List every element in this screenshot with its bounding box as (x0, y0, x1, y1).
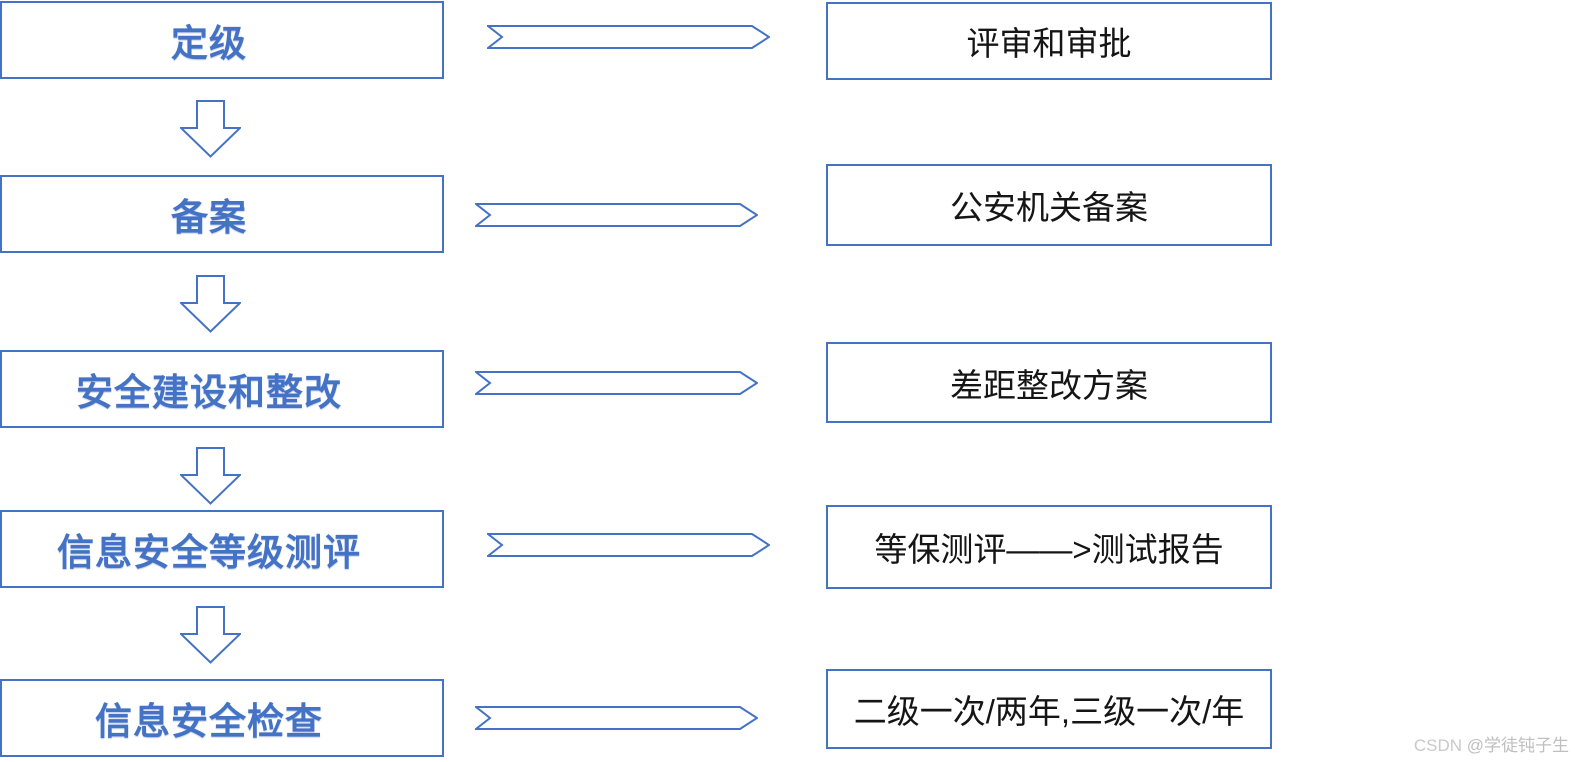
stage-box-construction-rectification[interactable]: 安全建设和整改 (0, 350, 444, 428)
stage-box-grading[interactable]: 定级 (0, 1, 444, 79)
stage-label: 信息安全等级测评 (57, 532, 361, 573)
right-arrow-icon (475, 706, 758, 730)
output-box-review-approval[interactable]: 评审和审批 (826, 2, 1272, 80)
right-arrow-icon (475, 203, 758, 227)
output-box-test-report[interactable]: 等保测评——>测试报告 (826, 505, 1272, 589)
right-arrow-icon (487, 533, 770, 557)
output-box-gap-rectification-plan[interactable]: 差距整改方案 (826, 342, 1272, 423)
output-label: 差距整改方案 (950, 366, 1148, 404)
right-arrow-icon (475, 371, 758, 395)
stage-label: 备案 (171, 197, 247, 238)
output-label: 公安机关备案 (950, 189, 1148, 226)
stage-label: 信息安全检查 (95, 701, 323, 742)
stage-box-security-inspection[interactable]: 信息安全检查 (0, 679, 444, 757)
down-arrow-icon (180, 275, 241, 333)
stage-label: 安全建设和整改 (76, 372, 342, 413)
right-arrow-icon (487, 25, 770, 49)
down-arrow-icon (180, 100, 241, 158)
output-label: 二级一次/两年,三级一次/年 (853, 693, 1245, 730)
stage-label: 定级 (171, 23, 247, 64)
down-arrow-icon (180, 606, 241, 664)
stage-box-level-evaluation[interactable]: 信息安全等级测评 (0, 510, 444, 588)
output-label: 等保测评——>测试报告 (874, 531, 1224, 568)
watermark-handle: @学徒钝子生 (1466, 736, 1569, 755)
stage-box-filing[interactable]: 备案 (0, 175, 444, 253)
watermark-prefix: CSDN (1413, 736, 1467, 755)
output-label: 评审和审批 (966, 25, 1132, 62)
down-arrow-icon (180, 447, 241, 505)
output-box-inspection-frequency[interactable]: 二级一次/两年,三级一次/年 (826, 669, 1272, 749)
csdn-watermark: CSDN @学徒钝子生 (1414, 731, 1569, 756)
output-box-police-filing[interactable]: 公安机关备案 (826, 164, 1272, 246)
